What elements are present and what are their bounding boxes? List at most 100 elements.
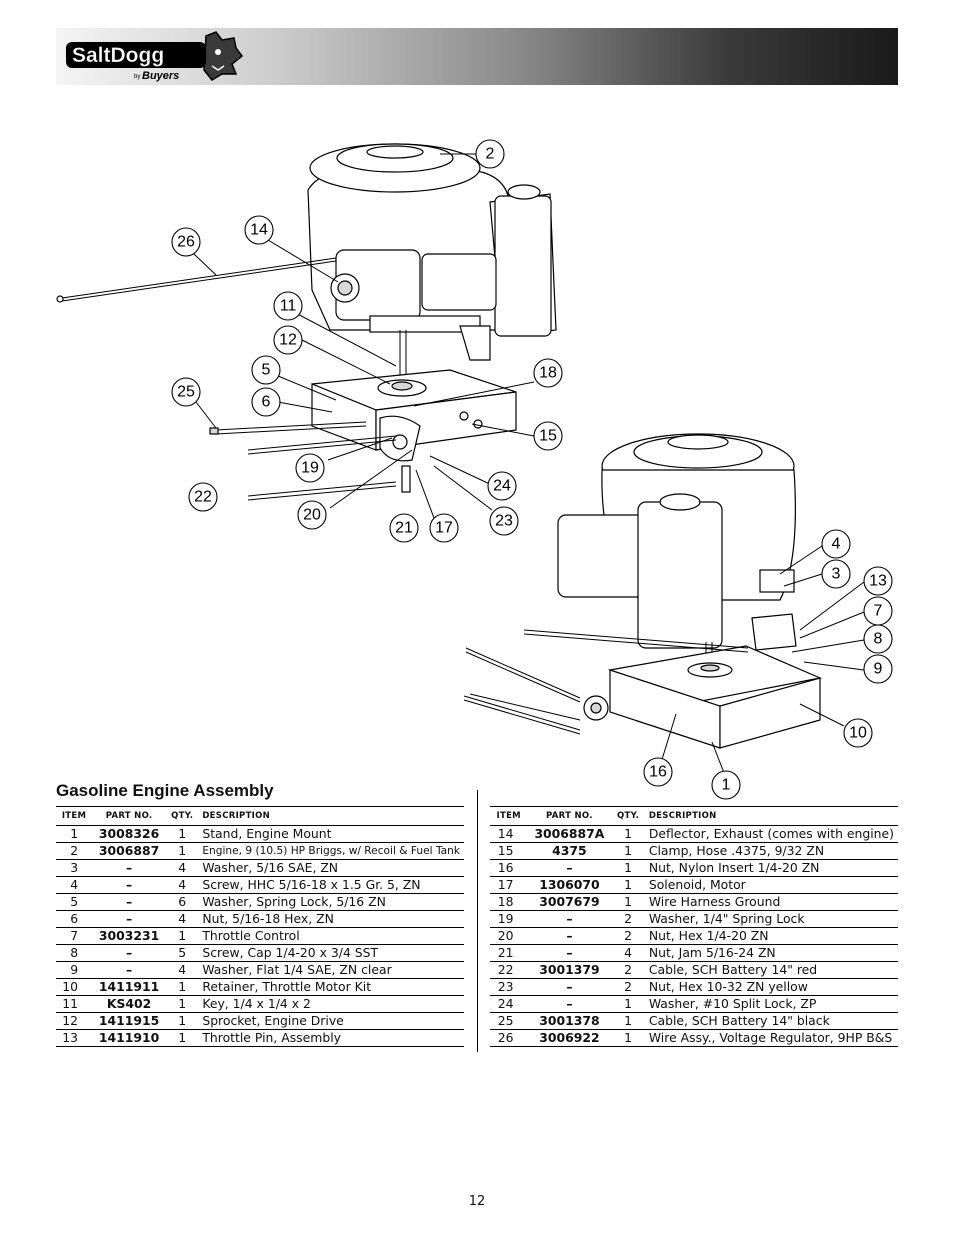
saltdogg-logo: SaltDogg by Buyers bbox=[66, 31, 244, 82]
lower-mount-stand bbox=[583, 613, 823, 749]
part-no-cell: 4375 bbox=[527, 842, 612, 860]
svg-text:14: 14 bbox=[250, 222, 268, 239]
callout-17: 17 bbox=[429, 513, 459, 543]
description-cell: Washer, Flat 1/4 SAE, ZN clear bbox=[198, 961, 464, 979]
qty-cell: 2 bbox=[611, 927, 645, 945]
callout-18: 18 bbox=[533, 358, 563, 388]
header-part-no: PART NO. bbox=[527, 806, 612, 826]
callout-25: 25 bbox=[171, 377, 201, 407]
part-no-cell: KS402 bbox=[92, 995, 167, 1013]
svg-text:17: 17 bbox=[435, 520, 453, 537]
qty-cell: 1 bbox=[611, 842, 645, 860]
item-cell: 9 bbox=[56, 961, 93, 979]
qty-cell: 1 bbox=[166, 825, 199, 843]
item-cell: 16 bbox=[490, 859, 528, 877]
svg-text:20: 20 bbox=[303, 507, 321, 524]
part-no-cell: – bbox=[92, 859, 167, 877]
lower-cables bbox=[463, 629, 749, 735]
column-divider bbox=[477, 790, 478, 1052]
callout-24: 24 bbox=[487, 471, 517, 501]
item-cell: 1 bbox=[56, 825, 93, 843]
svg-text:4: 4 bbox=[832, 536, 841, 553]
description-cell: Clamp, Hose .4375, 9/32 ZN bbox=[644, 842, 898, 860]
description-cell: Washer, Spring Lock, 5/16 ZN bbox=[198, 893, 464, 911]
description-cell: Wire Harness Ground bbox=[644, 893, 898, 911]
description-cell: Nut, Hex 10-32 ZN yellow bbox=[644, 978, 898, 996]
item-cell: 18 bbox=[490, 893, 528, 911]
description-cell: Retainer, Throttle Motor Kit bbox=[198, 978, 464, 996]
callout-20: 20 bbox=[297, 500, 327, 530]
description-cell: Engine, 9 (10.5) HP Briggs, w/ Recoil & … bbox=[198, 842, 464, 860]
header-qty: QTY. bbox=[611, 806, 645, 826]
item-cell: 17 bbox=[490, 876, 528, 894]
item-cell: 11 bbox=[56, 995, 93, 1013]
part-no-cell: – bbox=[527, 927, 612, 945]
svg-text:18: 18 bbox=[539, 365, 557, 382]
callout-21: 21 bbox=[389, 513, 419, 543]
section-title: Gasoline Engine Assembly bbox=[56, 781, 274, 800]
svg-text:11: 11 bbox=[280, 298, 297, 315]
svg-text:9: 9 bbox=[874, 661, 883, 678]
qty-cell: 1 bbox=[166, 1029, 199, 1047]
callout-14: 14 bbox=[244, 215, 274, 245]
qty-cell: 4 bbox=[166, 910, 199, 928]
description-cell: Key, 1/4 x 1/4 x 2 bbox=[198, 995, 464, 1013]
item-cell: 21 bbox=[490, 944, 528, 962]
callout-23: 23 bbox=[489, 506, 519, 536]
description-cell: Nut, 5/16-18 Hex, ZN bbox=[198, 910, 464, 928]
callout-9: 9 bbox=[863, 654, 893, 684]
page-number: 12 bbox=[468, 1194, 486, 1209]
logo-brand: Buyers bbox=[142, 70, 179, 82]
callout-22: 22 bbox=[188, 482, 218, 512]
item-cell: 10 bbox=[56, 978, 93, 996]
qty-cell: 1 bbox=[611, 876, 645, 894]
svg-text:22: 22 bbox=[194, 489, 212, 506]
part-no-cell: – bbox=[527, 944, 612, 962]
part-no-cell: 1411910 bbox=[92, 1029, 167, 1047]
callout-5: 5 bbox=[251, 355, 281, 385]
item-cell: 23 bbox=[490, 978, 528, 996]
leader-lines bbox=[193, 153, 865, 779]
qty-cell: 6 bbox=[166, 893, 199, 911]
description-cell: Washer, 5/16 SAE, ZN bbox=[198, 859, 464, 877]
qty-cell: 1 bbox=[611, 1029, 645, 1047]
part-no-cell: 3001378 bbox=[527, 1012, 612, 1030]
item-cell: 26 bbox=[490, 1029, 528, 1047]
svg-text:3: 3 bbox=[832, 566, 841, 583]
description-cell: Cable, SCH Battery 14" red bbox=[644, 961, 898, 979]
svg-text:25: 25 bbox=[177, 384, 195, 401]
svg-text:21: 21 bbox=[395, 520, 413, 537]
item-cell: 2 bbox=[56, 842, 93, 860]
table-header-row: ITEM PART NO. QTY. DESCRIPTION bbox=[490, 806, 898, 826]
qty-cell: 2 bbox=[611, 978, 645, 996]
svg-text:24: 24 bbox=[493, 478, 511, 495]
svg-text:7: 7 bbox=[874, 603, 883, 620]
part-no-cell: 3008326 bbox=[92, 825, 167, 843]
part-no-cell: – bbox=[92, 910, 167, 928]
callout-16: 16 bbox=[643, 757, 673, 787]
part-no-cell: 1411911 bbox=[92, 978, 167, 996]
part-no-cell: 3001379 bbox=[527, 961, 612, 979]
item-cell: 25 bbox=[490, 1012, 528, 1030]
qty-cell: 1 bbox=[166, 978, 199, 996]
callout-2: 2 bbox=[475, 139, 505, 169]
qty-cell: 2 bbox=[611, 910, 645, 928]
item-cell: 24 bbox=[490, 995, 528, 1013]
callout-8: 8 bbox=[863, 624, 893, 654]
header-item: ITEM bbox=[490, 806, 528, 826]
upper-mount-stand bbox=[311, 369, 517, 462]
item-cell: 14 bbox=[490, 825, 528, 843]
callout-12: 12 bbox=[273, 325, 303, 355]
part-no-cell: – bbox=[527, 910, 612, 928]
qty-cell: 1 bbox=[166, 995, 199, 1013]
